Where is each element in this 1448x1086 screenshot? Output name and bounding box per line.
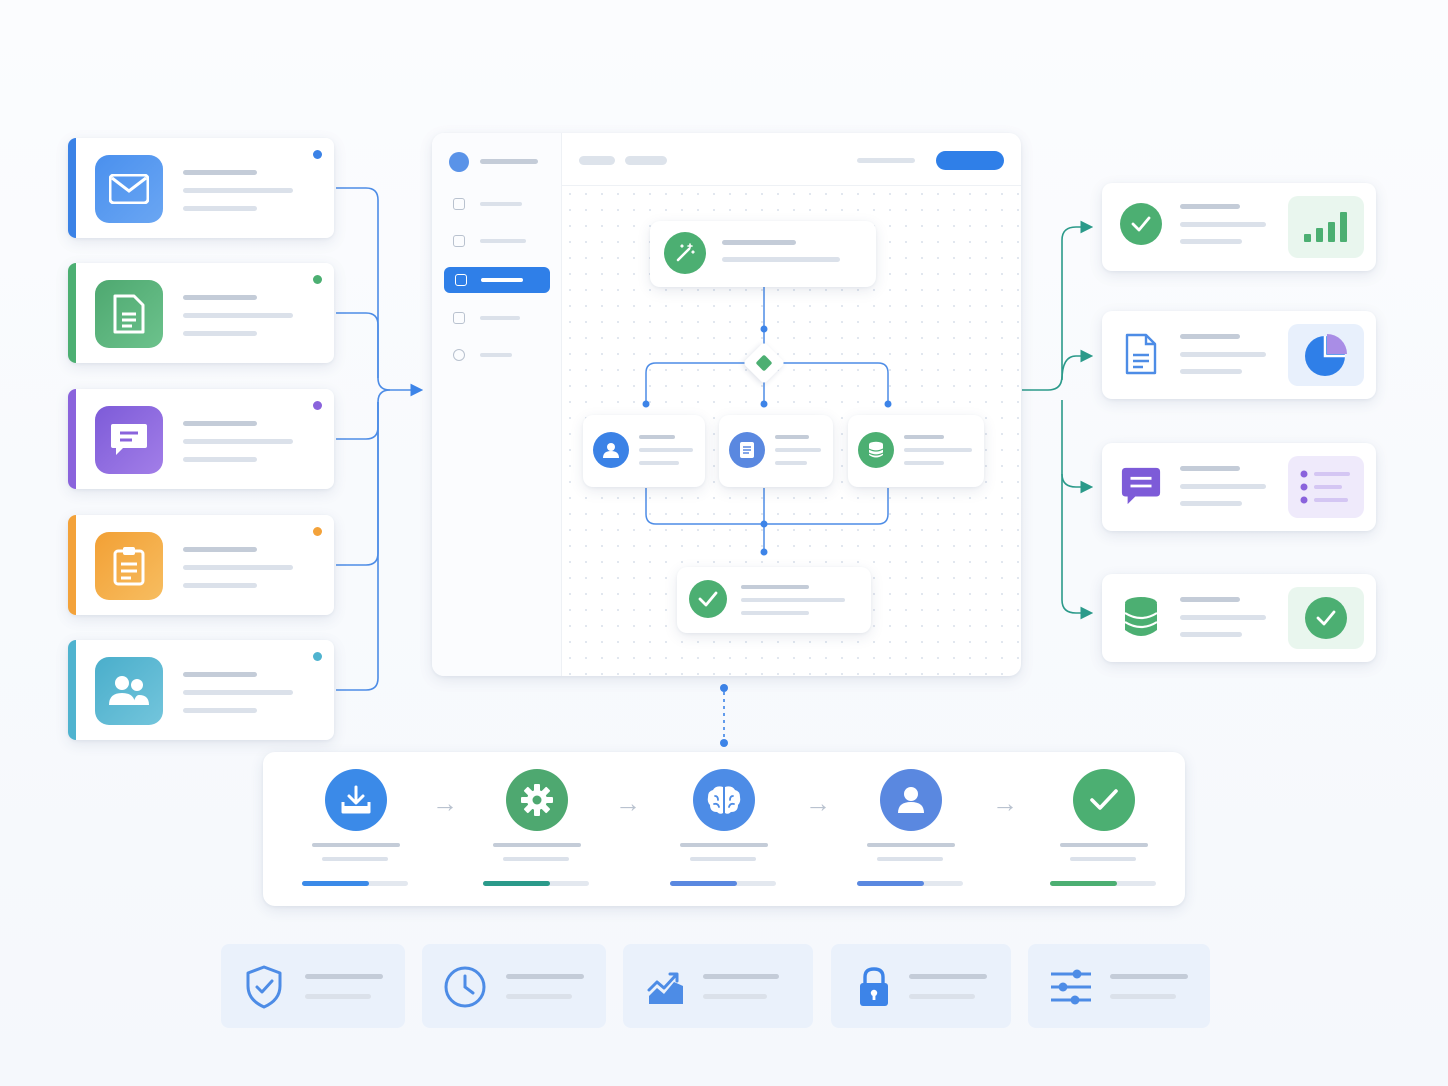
arrow-right-icon: → bbox=[432, 788, 458, 818]
status-dot bbox=[313, 401, 322, 410]
clock-icon bbox=[442, 964, 488, 1010]
sidebar-item-5[interactable] bbox=[480, 353, 512, 357]
accent-bar bbox=[68, 515, 76, 615]
check-circle-icon bbox=[1288, 587, 1364, 649]
sidebar bbox=[432, 133, 562, 676]
breadcrumb-2[interactable] bbox=[625, 156, 667, 165]
toolbar-label bbox=[857, 158, 915, 163]
step-progress-bar bbox=[483, 881, 589, 886]
input-card-users[interactable] bbox=[68, 640, 334, 740]
status-dot bbox=[313, 527, 322, 536]
brain-icon bbox=[693, 769, 755, 831]
feature-configuration[interactable] bbox=[1028, 944, 1210, 1028]
input-card-clipboard[interactable] bbox=[68, 515, 334, 615]
sidebar-item-2[interactable] bbox=[480, 239, 526, 243]
chat-icon bbox=[95, 406, 163, 474]
accent-bar bbox=[68, 389, 76, 489]
accent-bar bbox=[68, 263, 76, 363]
shield-check-icon bbox=[241, 964, 287, 1010]
feature-permissions[interactable] bbox=[831, 944, 1011, 1028]
database-icon bbox=[858, 432, 894, 468]
magic-wand-icon bbox=[664, 232, 706, 274]
nav-icon bbox=[453, 312, 465, 324]
status-dot bbox=[313, 652, 322, 661]
nav-icon bbox=[455, 274, 467, 286]
sidebar-item-active[interactable] bbox=[444, 267, 550, 293]
users-icon bbox=[95, 657, 163, 725]
download-icon bbox=[325, 769, 387, 831]
arrow-right-icon: → bbox=[805, 788, 831, 818]
step-progress-bar bbox=[1050, 881, 1156, 886]
result-node[interactable] bbox=[677, 567, 871, 633]
lock-icon bbox=[851, 964, 897, 1010]
feature-security[interactable] bbox=[221, 944, 405, 1028]
sidebar-item-1[interactable] bbox=[480, 202, 522, 206]
input-card-chat[interactable] bbox=[68, 389, 334, 489]
status-dot bbox=[313, 150, 322, 159]
trend-chart-icon bbox=[643, 964, 689, 1010]
database-icon bbox=[1120, 596, 1162, 638]
chat-icon bbox=[1120, 465, 1162, 507]
breadcrumb-1[interactable] bbox=[579, 156, 615, 165]
nav-icon bbox=[453, 235, 465, 247]
check-icon bbox=[1073, 769, 1135, 831]
settings-nav-icon bbox=[453, 349, 465, 361]
arrow-right-icon: → bbox=[992, 788, 1018, 818]
document-icon bbox=[1120, 333, 1162, 375]
sliders-icon bbox=[1048, 964, 1094, 1010]
document-icon bbox=[95, 280, 163, 348]
status-dot bbox=[313, 275, 322, 284]
branch-node-user[interactable] bbox=[583, 415, 705, 487]
output-card-message[interactable] bbox=[1102, 443, 1376, 531]
clipboard-icon bbox=[95, 532, 163, 600]
avatar[interactable] bbox=[449, 152, 469, 172]
top-bar bbox=[561, 133, 1021, 186]
output-card-report[interactable] bbox=[1102, 311, 1376, 399]
branch-node-document[interactable] bbox=[719, 415, 833, 487]
step-progress-bar bbox=[670, 881, 776, 886]
output-card-storage[interactable] bbox=[1102, 574, 1376, 662]
check-icon bbox=[689, 580, 727, 618]
input-card-document[interactable] bbox=[68, 263, 334, 363]
accent-bar bbox=[68, 640, 76, 740]
sidebar-item-4[interactable] bbox=[480, 316, 520, 320]
step-progress-bar bbox=[857, 881, 963, 886]
arrow-right-icon: → bbox=[615, 788, 641, 818]
check-circle-icon bbox=[1120, 203, 1162, 245]
diamond-icon bbox=[755, 354, 773, 372]
feature-analytics[interactable] bbox=[623, 944, 813, 1028]
document-icon bbox=[729, 432, 765, 468]
branch-node-database[interactable] bbox=[848, 415, 984, 487]
input-card-mail[interactable] bbox=[68, 138, 334, 238]
user-icon bbox=[593, 432, 629, 468]
list-icon bbox=[1288, 456, 1364, 518]
gear-icon bbox=[506, 769, 568, 831]
trigger-node[interactable] bbox=[650, 221, 876, 287]
step-progress-bar bbox=[302, 881, 408, 886]
user-icon bbox=[880, 769, 942, 831]
primary-action-button[interactable] bbox=[936, 151, 1004, 170]
bar-chart-icon bbox=[1288, 196, 1364, 258]
feature-scheduling[interactable] bbox=[422, 944, 606, 1028]
pie-chart-icon bbox=[1288, 324, 1364, 386]
output-card-success[interactable] bbox=[1102, 183, 1376, 271]
accent-bar bbox=[68, 138, 76, 238]
nav-icon bbox=[453, 198, 465, 210]
mail-icon bbox=[95, 155, 163, 223]
